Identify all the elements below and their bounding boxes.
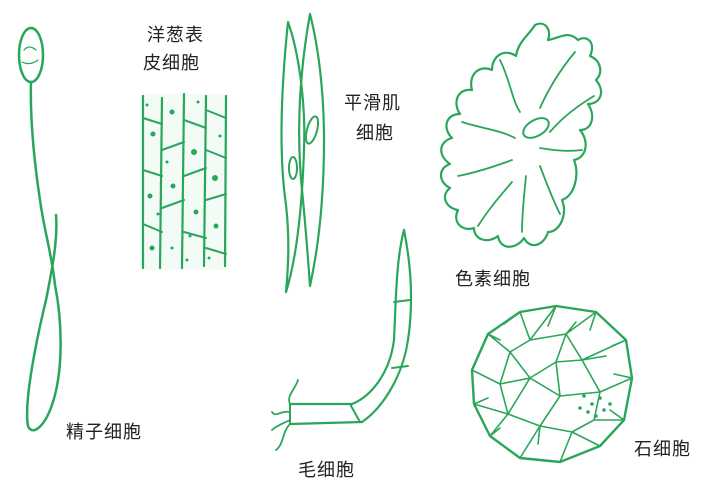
smooth-muscle-label-line1: 平滑肌 [344,92,401,116]
stone-cell-drawing [472,306,632,462]
sperm-cell-label: 精子细胞 [66,421,142,445]
smooth-muscle-label-line2: 细胞 [356,122,394,146]
pigment-cell-drawing [441,24,601,247]
stone-cell-label: 石细胞 [634,438,691,462]
hair-cell-label: 毛细胞 [298,459,355,483]
smooth-muscle-drawing [282,14,324,292]
onion-label-line2: 皮细胞 [143,52,200,76]
pigment-cell-label: 色素细胞 [455,268,531,292]
sperm-cell-drawing [19,28,61,430]
onion-label-line1: 洋葱表 [147,24,204,48]
onion-epidermis-drawing [140,94,228,270]
